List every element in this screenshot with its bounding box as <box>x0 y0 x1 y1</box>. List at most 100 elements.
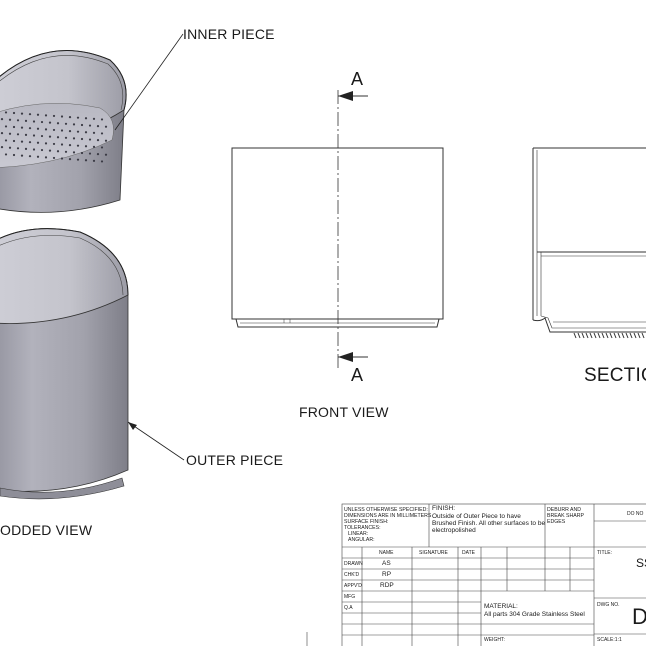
section-perforations <box>573 332 645 339</box>
perforation-hole <box>72 151 76 154</box>
perforation-hole <box>36 155 40 158</box>
perforation-hole <box>12 111 16 115</box>
tb-row-name-2: RDP <box>380 582 394 589</box>
perforation-hole <box>104 125 108 128</box>
perforation-hole <box>100 132 104 135</box>
perforation-hole <box>84 117 88 120</box>
perforation-hole <box>76 130 80 133</box>
section-perforation-tick <box>585 332 589 339</box>
perforation-hole <box>84 145 88 148</box>
tb-row-name-1: RP <box>382 571 392 578</box>
perforation-hole <box>4 111 8 114</box>
label-exploded-view: ODDED VIEW <box>0 522 93 538</box>
section-perforation-tick <box>605 332 609 339</box>
perforation-hole <box>56 136 60 139</box>
perforation-hole <box>36 113 40 116</box>
perforation-hole <box>40 134 44 138</box>
section-perforation-tick <box>637 332 641 339</box>
perforation-hole <box>64 136 68 139</box>
perforation-hole <box>68 129 72 133</box>
perforation-hole <box>60 115 64 118</box>
leader-inner-piece <box>114 33 184 131</box>
section-perforation-tick <box>577 332 581 339</box>
perforation-hole <box>36 127 40 130</box>
perforation-hole <box>52 142 56 146</box>
perforation-hole <box>100 146 104 149</box>
perforation-hole <box>0 146 4 149</box>
perforation-hole <box>8 146 12 149</box>
perforation-hole <box>84 131 88 134</box>
perforation-hole <box>96 139 100 142</box>
perforation-hole <box>56 122 60 125</box>
perforation-hole <box>76 158 80 161</box>
tb-header-name: NAME <box>379 550 394 556</box>
perforation-hole <box>40 148 44 152</box>
label-inner-piece: INNER PIECE <box>183 26 275 42</box>
section-perforation-tick <box>621 332 625 339</box>
perforation-hole <box>92 145 96 148</box>
title-block-frame <box>306 503 646 646</box>
perforation-hole <box>44 128 48 131</box>
tb-finish-line-2: electropolished <box>432 527 476 534</box>
section-perforation-tick <box>625 332 629 339</box>
perforation-hole <box>28 155 32 158</box>
perforation-hole <box>88 152 92 155</box>
perforation-hole <box>44 142 48 145</box>
perforation-hole <box>92 159 96 162</box>
section-arrow-top <box>338 91 368 101</box>
tb-material-label: MATERIAL: <box>484 603 518 610</box>
perforation-hole <box>44 114 48 117</box>
tb-header-date: DATE <box>462 550 475 556</box>
tb-do-not: DO NO <box>627 511 644 517</box>
section-perforation-tick <box>597 332 601 339</box>
tb-deburr-1: BREAK SHARP <box>547 513 584 519</box>
perforation-hole <box>16 133 20 136</box>
section-perforation-tick <box>617 332 621 339</box>
tb-weight-label: WEIGHT: <box>484 637 505 643</box>
section-perforation-tick <box>581 332 585 339</box>
tb-row-role-3: MFG <box>344 594 356 600</box>
section-perforation-tick <box>573 332 577 339</box>
perforation-hole <box>56 150 60 153</box>
perforation-hole <box>36 141 40 144</box>
tb-finish-line-1: Brushed Finish. All other surfaces to be <box>432 520 546 527</box>
perforation-hole <box>16 147 20 150</box>
perforation-hole <box>76 116 80 119</box>
perforation-hole <box>20 154 24 157</box>
perforation-hole <box>8 118 12 121</box>
perforation-hole <box>92 131 96 134</box>
section-view-drawing <box>532 147 646 333</box>
perforation-hole <box>28 127 32 130</box>
perforation-hole <box>28 141 32 144</box>
perforation-hole <box>60 143 64 146</box>
section-perforation-tick <box>633 332 637 339</box>
perforation-hole <box>60 157 64 160</box>
tb-row-role-4: Q.A <box>344 605 353 611</box>
tb-row-role-0: DRAWN <box>344 561 363 567</box>
perforation-hole <box>24 147 28 150</box>
tb-finish-line-0: Outside of Outer Piece to have <box>432 513 521 520</box>
tb-note-5: ANGULAR: <box>348 537 375 543</box>
perforation-hole <box>48 149 52 152</box>
perforation-hole <box>100 118 104 121</box>
tb-note-4: LINEAR: <box>348 531 369 537</box>
perforation-hole <box>52 114 56 118</box>
tb-title-value: SS <box>636 556 646 570</box>
perforation-hole <box>60 129 64 132</box>
perforation-hole <box>104 153 108 156</box>
section-perforation-tick <box>601 332 605 339</box>
section-perforation-tick <box>593 332 597 339</box>
perforation-hole <box>28 113 32 116</box>
perforation-hole <box>100 160 104 163</box>
perforation-hole <box>88 138 92 141</box>
perforation-hole <box>80 137 84 141</box>
perforation-hole <box>76 144 80 147</box>
label-front-view: FRONT VIEW <box>299 404 389 420</box>
perforation-hole <box>64 122 68 125</box>
tb-deburr-0: DEBURR AND <box>547 507 582 513</box>
tb-note-1: DIMENSIONS ARE IN MILLIMETERS <box>344 513 432 519</box>
section-perforation-tick <box>589 332 593 339</box>
perforation-hole <box>96 125 100 128</box>
perforation-hole <box>12 125 16 129</box>
